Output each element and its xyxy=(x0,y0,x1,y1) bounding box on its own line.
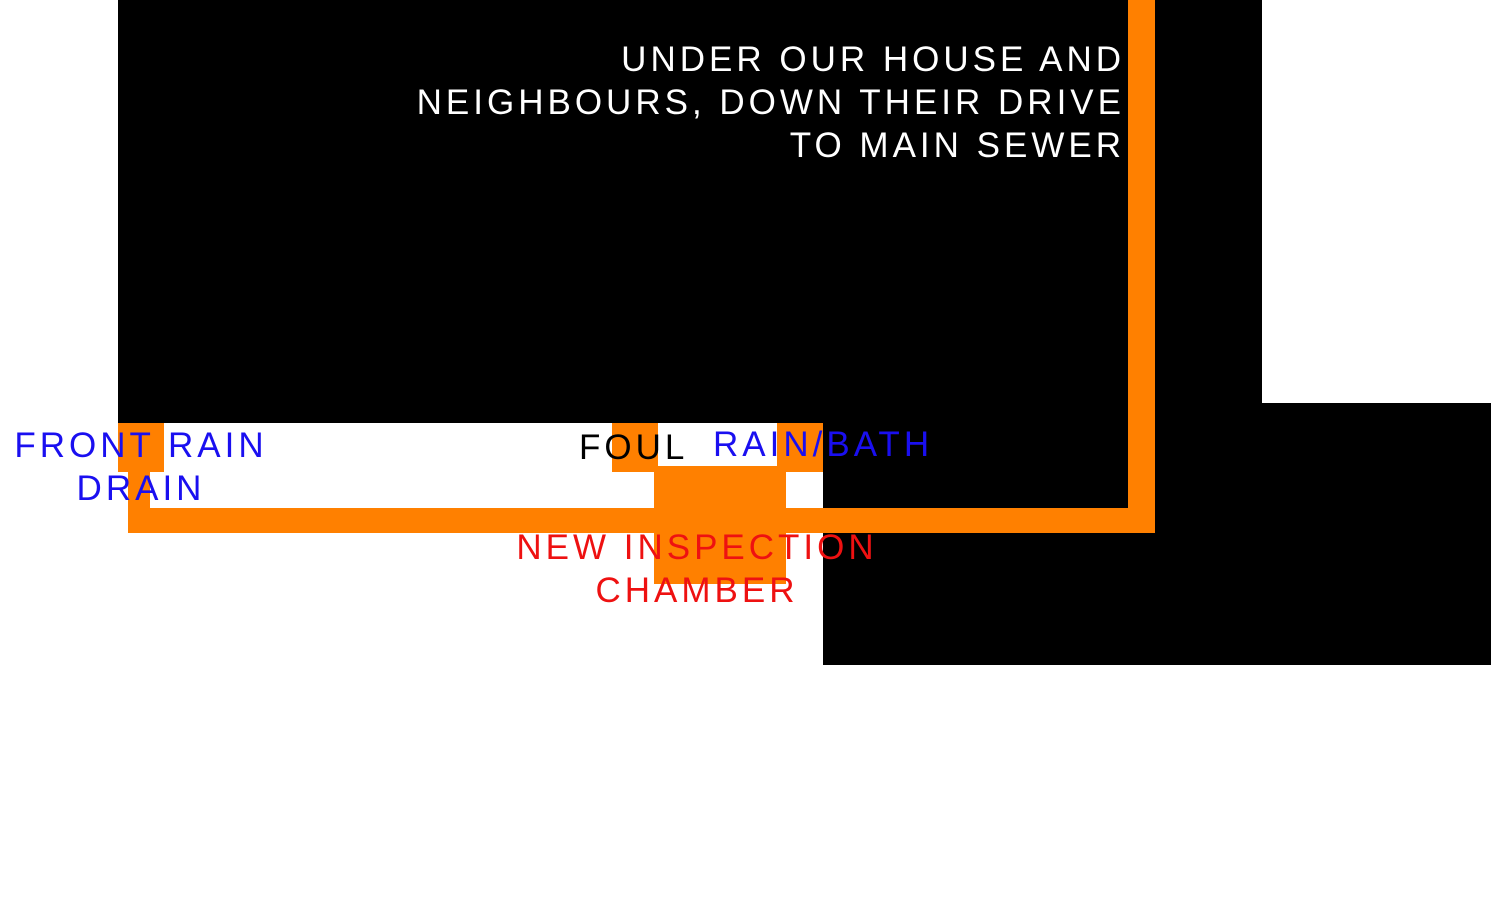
front-rain-drain-line-1: FRONT RAIN xyxy=(14,426,268,465)
foul-label: FOUL xyxy=(579,428,689,467)
house-route-line-1: UNDER OUR HOUSE AND xyxy=(621,40,1125,79)
front-rain-drain-line-2: DRAIN xyxy=(76,469,206,508)
horizontal-drain-pipe xyxy=(128,508,1155,533)
new-inspection-chamber-label: NEW INSPECTION CHAMBER xyxy=(500,526,894,612)
neighbour-block xyxy=(823,403,1491,665)
front-rain-drain-pipe xyxy=(128,423,150,533)
rain-bath-inlet xyxy=(777,423,823,472)
new-inspection-chamber xyxy=(654,466,786,584)
house-route-line-3: TO MAIN SEWER xyxy=(789,126,1125,165)
foul-inlet xyxy=(612,423,658,472)
rain-bath-label: RAIN/BATH xyxy=(713,425,934,464)
front-rain-drain-label: FRONT RAIN DRAIN xyxy=(0,424,282,510)
house-route-line-2: NEIGHBOURS, DOWN THEIR DRIVE xyxy=(416,83,1125,122)
house-block xyxy=(118,0,1262,423)
house-route-label: UNDER OUR HOUSE AND NEIGHBOURS, DOWN THE… xyxy=(380,38,1125,167)
new-inspection-chamber-line-1: NEW INSPECTION xyxy=(516,528,878,567)
new-inspection-chamber-line-2: CHAMBER xyxy=(595,571,799,610)
vertical-pipe-to-main-sewer xyxy=(1128,0,1155,533)
